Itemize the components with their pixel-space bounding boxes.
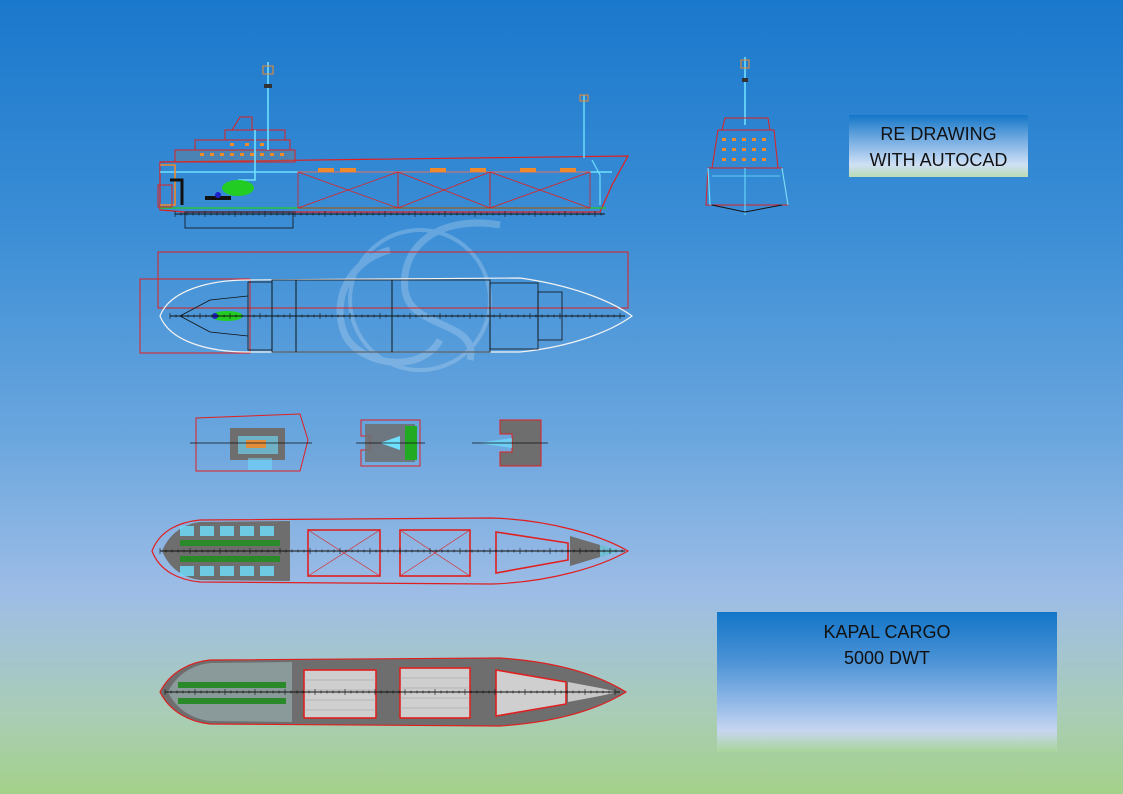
- plan-view-top: [139, 251, 634, 354]
- main-deck-plan: [151, 517, 630, 585]
- ship-info-box: KAPAL CARGO 5000 DWT: [717, 612, 1057, 752]
- profile-hull: [159, 155, 630, 213]
- profile-view: [157, 62, 630, 229]
- profile-superstructure: [174, 116, 296, 163]
- ship-info-line2: 5000 DWT: [843, 648, 931, 668]
- watermark-logo: [336, 219, 501, 372]
- front-view: [705, 57, 789, 215]
- redrawing-title-line2: WITH AUTOCAD: [869, 150, 1008, 170]
- redrawing-title-line1: RE DRAWING: [880, 124, 997, 144]
- lower-deck-plan: [159, 657, 628, 727]
- small-deck-plans: [190, 413, 548, 472]
- redrawing-title-box: RE DRAWING WITH AUTOCAD: [849, 115, 1028, 177]
- ship-info-line1: KAPAL CARGO: [823, 622, 951, 642]
- main-engine: [222, 180, 254, 196]
